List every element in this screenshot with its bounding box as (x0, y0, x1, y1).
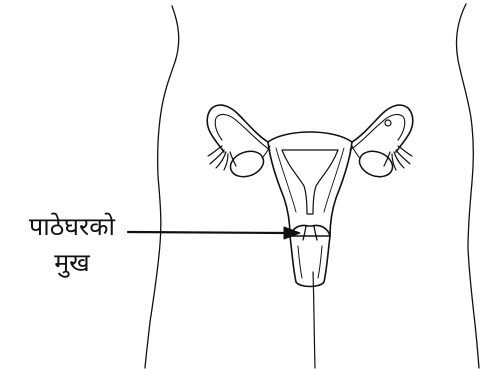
cervical-canal (303, 226, 317, 240)
arrow-right-icon (128, 227, 300, 239)
cervix-label-line-2: मुख (4, 245, 140, 281)
pointer-arrowhead (284, 227, 300, 239)
vagina (290, 236, 330, 287)
vaginal-inner-wall (298, 246, 322, 278)
pointer-line (128, 232, 286, 233)
body-outline-right (456, 4, 479, 368)
cervix-label-line-1: पाठेघरको (4, 209, 140, 245)
body-outline-left (145, 6, 179, 368)
uterus-outer-wall (268, 132, 352, 236)
right-ovarian-ligament (352, 146, 360, 158)
cervix-label: पाठेघरको मुख (4, 209, 140, 281)
uterine-cavity (282, 150, 338, 214)
egg-cell (385, 120, 391, 126)
left-ovary (227, 147, 267, 181)
